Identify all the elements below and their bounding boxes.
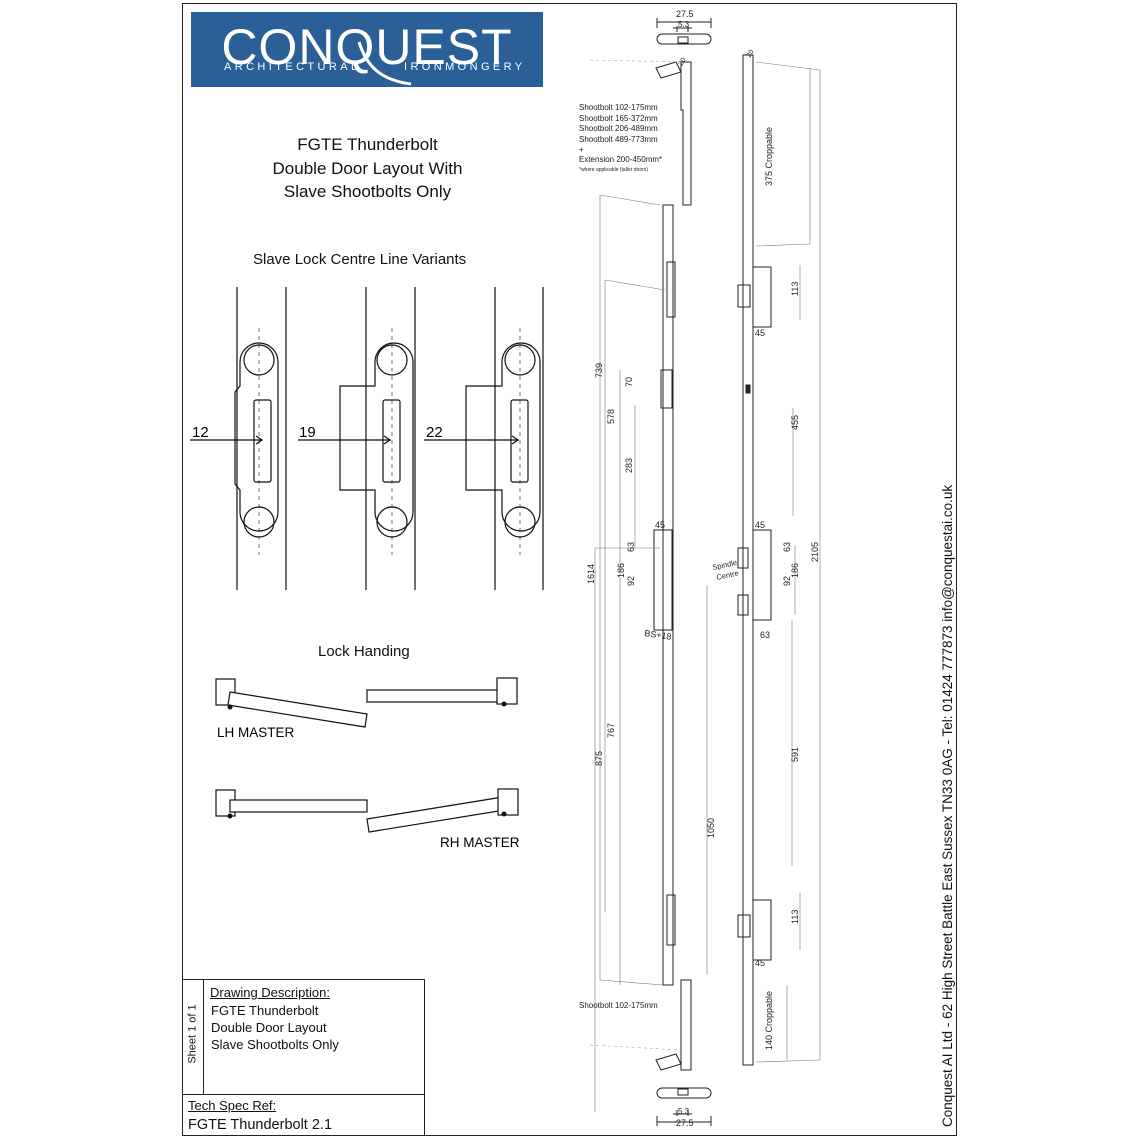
ref-divider [182, 1094, 424, 1095]
dim-375-croppable: 375 Croppable [764, 127, 774, 186]
dim-140-croppable: 140 Croppable [764, 991, 774, 1050]
sheet-strip: Sheet 1 of 1 [182, 980, 204, 1094]
variant-19-label: 19 [299, 424, 316, 441]
shootbolt-note-4: Shootbolt 489-773mm [579, 135, 658, 144]
shootbolt-note-6: Extension 200-450mm* [579, 155, 662, 164]
rh-master-label: RH MASTER [440, 835, 520, 850]
contact-details: Conquest AI Ltd - 62 High Street Battle … [940, 484, 955, 1127]
centre-line-variants-diagram: 12 19 22 [190, 287, 544, 590]
dim-875: 875 [594, 751, 604, 766]
lh-master-label: LH MASTER [217, 725, 295, 740]
variants-heading: Slave Lock Centre Line Variants [253, 251, 467, 268]
dim-63-low: 63 [760, 630, 770, 640]
tech-spec-value: FGTE Thunderbolt 2.1 [188, 1117, 333, 1133]
lock-technical-drawing: 27.5 5.3 27.5 5.3 Shootbolt 102-175mm Sh… [579, 9, 821, 1128]
dim-2105: 2105 [810, 542, 820, 562]
variant-22-label: 22 [426, 424, 443, 441]
top-keep-inner: 5.3 [678, 20, 690, 29]
dim-63-mid: 63 [782, 542, 792, 552]
dim-92-right: 92 [782, 576, 792, 586]
sheet-number: Sheet 1 of 1 [186, 1004, 199, 1064]
variant-19-keep [339, 287, 416, 590]
dim-45-bottom: 45 [755, 958, 765, 968]
dim-92: 92 [626, 576, 636, 586]
dim-1614: 1614 [586, 564, 596, 584]
variant-22-keep [465, 287, 544, 590]
bottom-shootbolt-note: Shootbolt 102-175mm [579, 1001, 658, 1010]
dim-113-top: 113 [790, 282, 800, 296]
dim-767: 767 [606, 723, 616, 738]
drawing-info-box: Sheet 1 of 1 Drawing Description: FGTE T… [182, 979, 425, 1136]
dim-45-top: 45 [755, 328, 765, 338]
title-line-3: Slave Shootbolts Only [283, 182, 452, 201]
shootbolt-note-1: Shootbolt 102-175mm [579, 103, 658, 112]
drawing-title: FGTE Thunderbolt Double Door Layout With… [230, 133, 505, 204]
shootbolt-note-2: Shootbolt 165-372mm [579, 114, 658, 123]
dim-739: 739 [594, 363, 604, 378]
drawing-sheet-border [182, 3, 957, 1136]
dim-70: 70 [624, 377, 634, 387]
tech-spec-heading: Tech Spec Ref: [188, 1098, 277, 1113]
title-line-2: Double Door Layout With [272, 158, 463, 178]
dim-45-left: 45 [655, 520, 665, 530]
title-line-1: FGTE Thunderbolt [297, 135, 438, 154]
dim-578: 578 [606, 409, 616, 424]
dim-591: 591 [790, 747, 800, 762]
company-logo: CONQUEST ARCHITECTURAL IRONMONGERY [191, 12, 543, 87]
description-line-2: Double Door Layout [211, 1020, 327, 1035]
description-line-1: FGTE Thunderbolt [211, 1003, 319, 1018]
logo-brand-text: CONQUEST [221, 19, 513, 75]
dim-113-bottom: 113 [790, 910, 800, 924]
dim-63: 63 [626, 542, 636, 552]
logo-sub-right: IRONMONGERY [404, 61, 526, 73]
lock-handing-diagram: LH MASTER RH MASTER [215, 677, 520, 850]
dim-186-right: 186 [790, 563, 800, 578]
bottom-keep-width: 27.5 [676, 1118, 694, 1128]
dim-20-right: 20 [746, 49, 756, 59]
shootbolt-note-5: + [579, 145, 584, 154]
shootbolt-note-3: Shootbolt 206-489mm [579, 124, 658, 133]
bottom-keep-inner: 5.3 [678, 1107, 690, 1116]
dim-186: 186 [616, 563, 626, 578]
dim-45-mid: 45 [755, 520, 765, 530]
variant-12-label: 12 [192, 424, 209, 441]
handing-heading: Lock Handing [318, 643, 410, 660]
dim-455: 455 [790, 415, 800, 430]
logo-sub-left: ARCHITECTURAL [224, 61, 361, 73]
description-heading: Drawing Description: [210, 985, 330, 1000]
top-keep-width: 27.5 [676, 9, 694, 19]
dim-283: 283 [624, 458, 634, 473]
dim-20-left: 20 [678, 57, 688, 67]
description-line-3: Slave Shootbolts Only [211, 1037, 339, 1052]
dim-1050: 1050 [706, 818, 716, 838]
shootbolt-footnote: *where applicable (taller doors) [579, 167, 648, 173]
dim-bs18: BS+18 [644, 628, 672, 642]
logo-swoosh-icon [357, 41, 412, 86]
